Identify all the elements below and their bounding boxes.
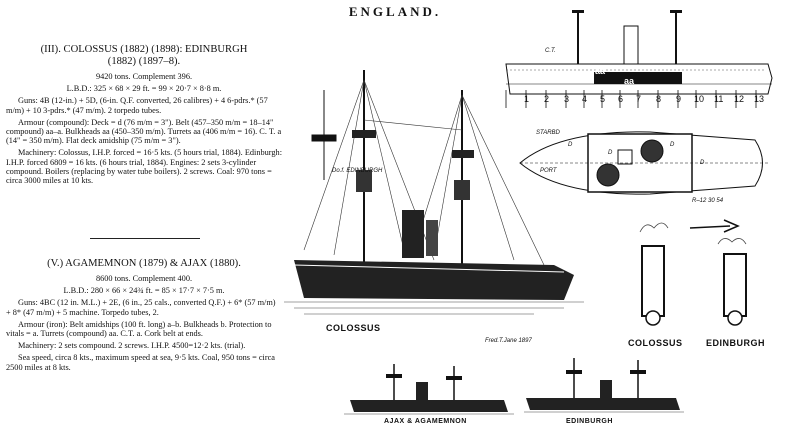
- funnel-edinburgh-label: EDINBURGH: [706, 338, 766, 348]
- funnel-diagram: [639, 219, 747, 326]
- colossus-machinery: Machinery: Colossus, I.H.P. forced = 16·…: [6, 148, 283, 186]
- plan-label-2: 2: [544, 94, 550, 104]
- section-divider: [90, 238, 200, 239]
- plan-label-6: 6: [618, 94, 624, 104]
- edinburgh-caption: EDINBURGH: [566, 418, 613, 425]
- page-title: ENGLAND.: [348, 4, 442, 19]
- deck-d1: D: [568, 142, 573, 148]
- plan-label-8: 8: [656, 94, 662, 104]
- colossus-tonnage: 9420 tons. Complement 396.: [95, 72, 193, 81]
- colossus-drawing: [284, 70, 584, 315]
- profile-aa-top: aa: [595, 66, 606, 76]
- deck-plan: [519, 131, 770, 195]
- scale-note: R–12 30 54: [692, 198, 724, 204]
- deck-d2: D: [608, 150, 613, 156]
- agamemnon-dimensions: L.B.D.: 280 × 66 × 24¾ ft. = 85 × 17·7 ×…: [63, 286, 225, 296]
- plan-label-4: 4: [582, 94, 588, 104]
- agamemnon-section: (V.) AGAMEMNON (1879) & AJAX (1880). 860…: [6, 258, 282, 375]
- plan-label-7: 7: [636, 94, 642, 104]
- plan-label-9: 9: [676, 94, 682, 104]
- colossus-armour: Armour (compound): Deck = d (76 m/m = 3"…: [6, 117, 282, 146]
- profile-ct-label: C.T.: [545, 48, 556, 54]
- plan-label-5: 5: [600, 94, 606, 104]
- agamemnon-speed: Sea speed, circa 8 kts., maximum speed a…: [6, 353, 275, 372]
- plan-label-12: 12: [734, 94, 745, 104]
- colossus-heading-cont: (1882) (1897–8).: [107, 56, 181, 67]
- funnel-colossus-label: COLOSSUS: [628, 338, 683, 348]
- profile-aa-mid: aa: [624, 76, 635, 86]
- colossus-heading: (III). COLOSSUS (1882) (1898): EDINBURGH: [40, 44, 248, 55]
- plan-grid-lines: [505, 90, 757, 108]
- agamemnon-tonnage: 8600 tons. Complement 400.: [95, 274, 193, 283]
- plan-label-3: 3: [564, 94, 570, 104]
- agamemnon-machinery: Machinery: 2 sets compound. 2 screws. I.…: [18, 341, 246, 351]
- plan-section-numbers: 1 2 3 4 5 6 7 8 9 10 11 12 13: [510, 94, 770, 108]
- deck-d4: D: [700, 160, 705, 166]
- armour-profile-plan: [505, 10, 773, 95]
- deck-d3: D: [670, 142, 675, 148]
- deck-port-label: PORT: [540, 168, 557, 174]
- ajax-agamemnon-drawing: [344, 364, 514, 415]
- colossus-section: (III). COLOSSUS (1882) (1898): EDINBURGH…: [6, 44, 282, 188]
- edinburgh-sketch-label: Do.f. EDINBURGH: [332, 168, 383, 174]
- colossus-guns: Guns: 4B (12-in.) + 5D, (6-in. Q.F. conv…: [6, 96, 268, 115]
- colossus-dimensions: L.B.D.: 325 × 68 × 29 ft. = 99 × 20·7 × …: [66, 84, 222, 94]
- plan-label-10: 10: [694, 94, 705, 104]
- agamemnon-guns: Guns: 4BC (12 in. M.L.) + 2E, (6 in., 25…: [6, 298, 276, 317]
- colossus-caption: COLOSSUS: [326, 323, 381, 333]
- agamemnon-heading: (V.) AGAMEMNON (1879) & AJAX (1880).: [47, 258, 241, 269]
- artist-note: Fred.T.Jane 1897: [485, 338, 532, 344]
- plan-label-1: 1: [524, 94, 530, 104]
- ajax-caption: AJAX & AGAMEMNON: [384, 418, 467, 425]
- plan-label-11: 11: [714, 94, 724, 104]
- plan-label-13: 13: [754, 94, 765, 104]
- deck-starboard-label: STARBD: [536, 130, 560, 136]
- agamemnon-armour: Armour (iron): Belt amidships (100 ft. l…: [6, 319, 272, 339]
- edinburgh-drawing: [524, 358, 684, 413]
